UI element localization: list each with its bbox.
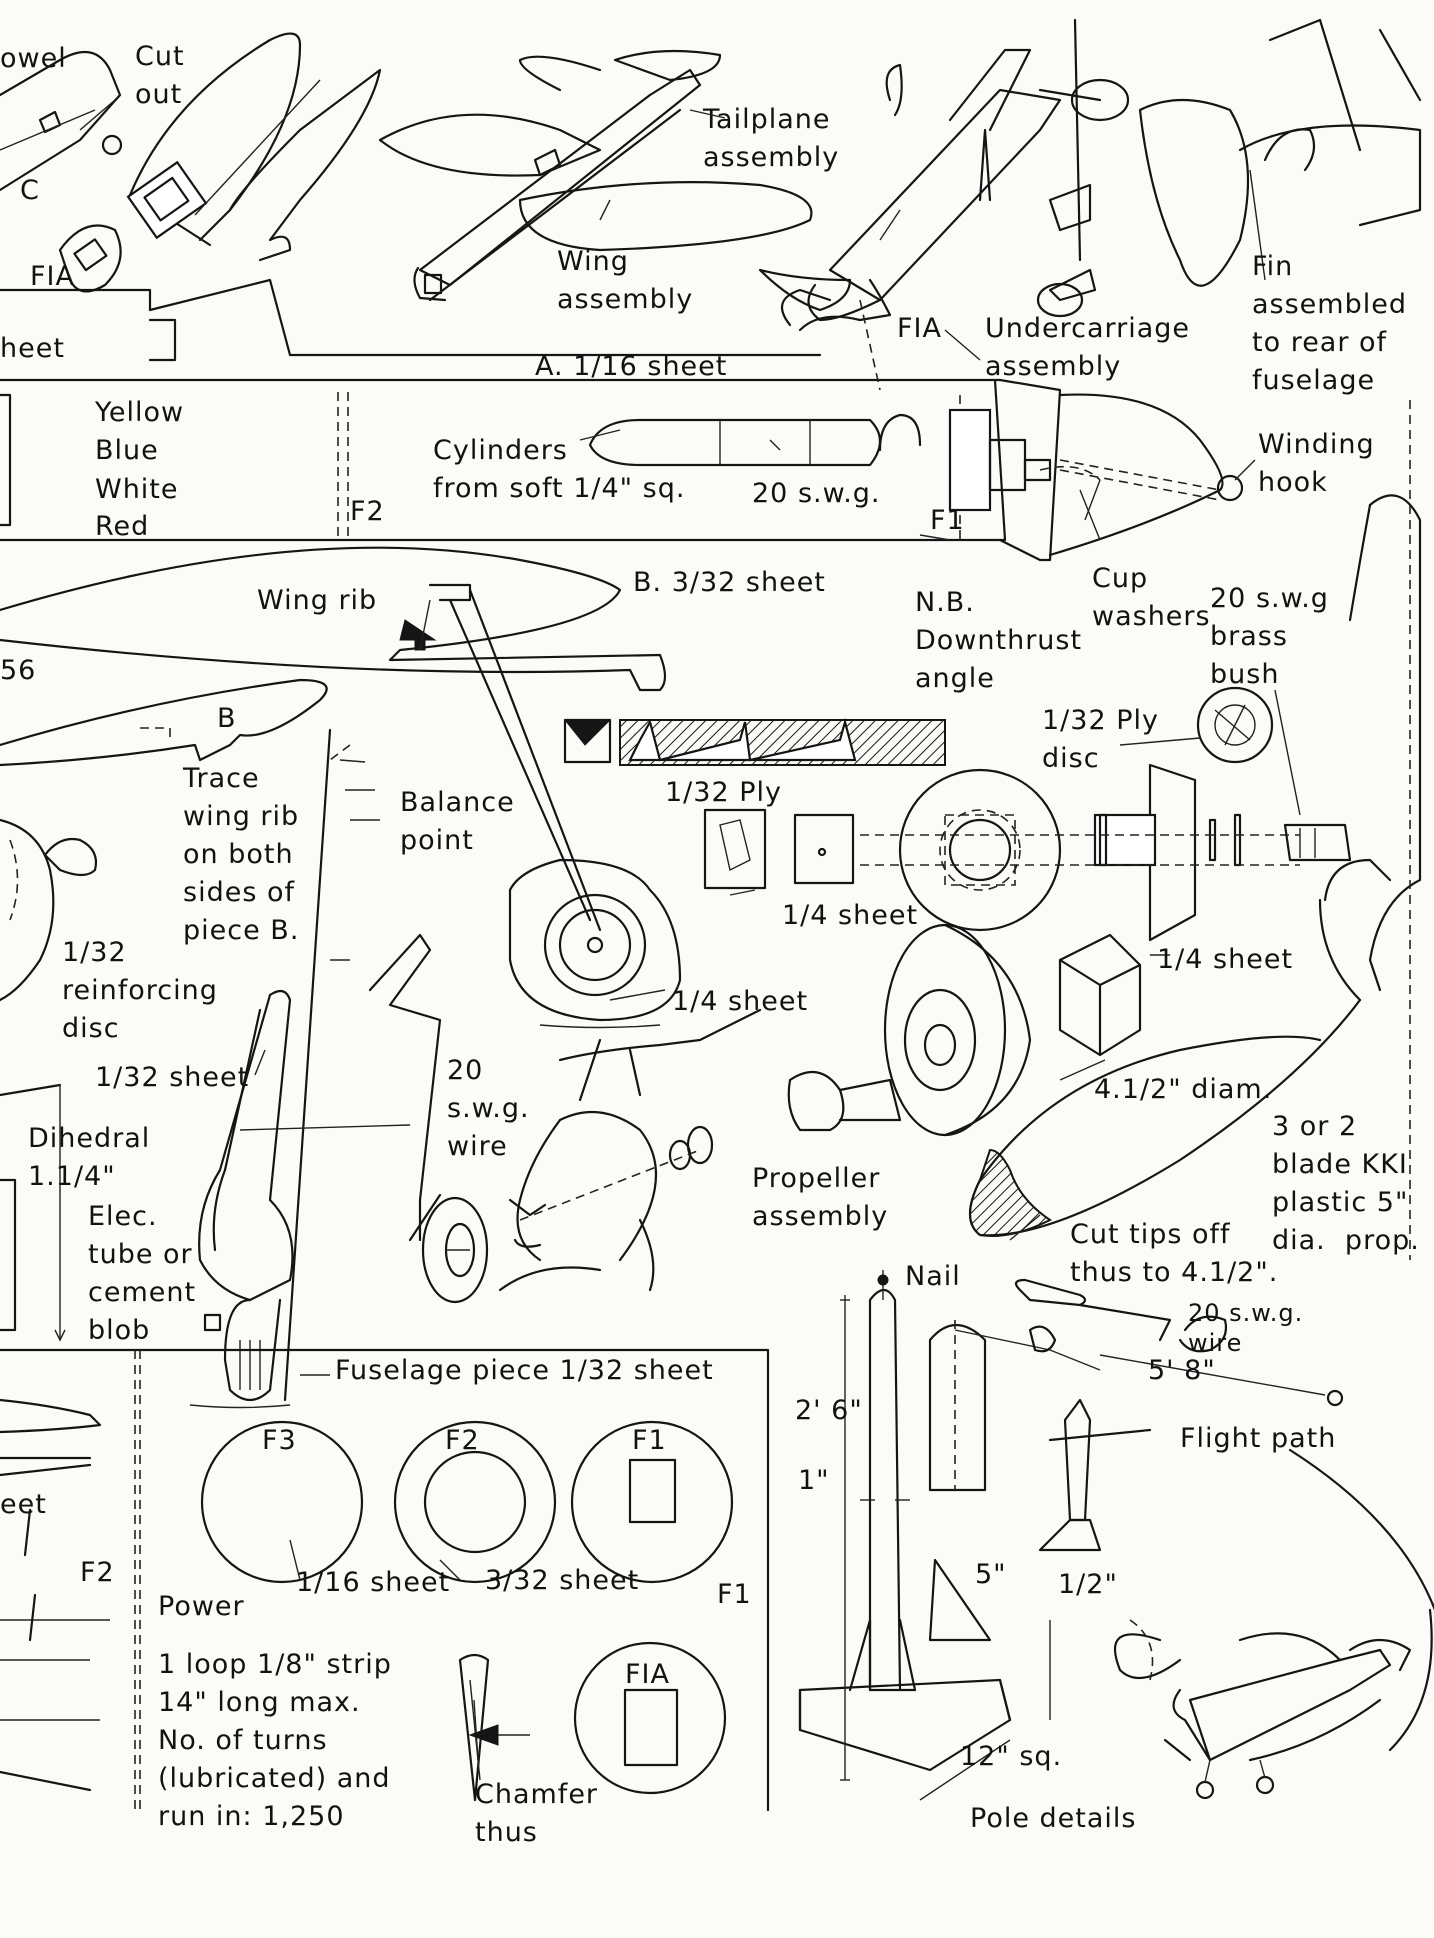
wire-leg-bent [368, 933, 489, 1304]
label-blue: Blue [95, 435, 159, 466]
label-len-58: 5' 8" [1148, 1355, 1216, 1386]
side-view-fuselage [0, 278, 1244, 562]
label-h-26: 2' 6" [795, 1395, 863, 1426]
label-fia-top: FIA [30, 261, 75, 292]
nose-cup-washer [1039, 465, 1101, 521]
label-f2-disc: F2 [445, 1425, 480, 1456]
label-chamfer: Chamfer thus [475, 1779, 599, 1848]
label-one-inch: 1" [798, 1465, 830, 1496]
label-yellow: Yellow [95, 397, 185, 428]
label-cut-out: Cut out [135, 41, 185, 110]
discs-panel [0, 1348, 770, 1812]
label-trace: Trace wing rib on both sides of piece B. [183, 763, 300, 946]
label-balance: Balance point [400, 787, 515, 856]
label-wire-20-b: 20 s.w.g. wire [1188, 1299, 1304, 1357]
label-nail: Nail [905, 1261, 961, 1292]
label-f1-disc: F1 [632, 1425, 667, 1456]
label-sheet-132: 1/32 sheet [95, 1062, 250, 1093]
label-fin: Fin assembled to rear of fuselage [1252, 251, 1407, 396]
label-diam: 4.1/2" diam. [1094, 1074, 1273, 1105]
prop-parts [563, 686, 1352, 942]
label-tailplane: Tailplane assembly [703, 104, 840, 173]
label-propeller-assembly: Propeller assembly [752, 1163, 889, 1232]
label-wing-assembly: Wing assembly [557, 246, 694, 315]
label-n56: 56 [0, 655, 37, 686]
reinforcing-disc-partial [0, 818, 98, 1002]
leader-lines [79, 99, 1301, 1581]
label-elec: Elec. tube or cement blob [88, 1201, 197, 1346]
label-cup-washers: Cup washers [1092, 563, 1211, 632]
label-red: Red [95, 511, 150, 542]
label-five-inch: 5" [975, 1559, 1007, 1590]
label-winding-hook: Winding hook [1258, 429, 1375, 498]
label-wing-rib: Wing rib [257, 585, 378, 616]
label-owel: owel [0, 43, 67, 74]
label-f1-body: F1 [930, 505, 965, 536]
pole-details-drawing [798, 1270, 1434, 1801]
label-ply-132: 1/32 Ply [665, 777, 782, 808]
piece-b-left [0, 678, 328, 767]
flying-plane-small [1163, 1632, 1412, 1800]
wing-rib-piece-b [0, 546, 667, 692]
label-undercarriage: Undercarriage assembly [985, 313, 1191, 382]
label-power: Power [158, 1591, 245, 1622]
label-c-partial: C [20, 175, 40, 206]
undercarriage-plane [758, 18, 1130, 332]
label-fia-mid: FIA [897, 313, 942, 344]
label-cut-tips: Cut tips off thus to 4.1/2". [1070, 1219, 1279, 1288]
label-reinforcing: 1/32 reinforcing disc [62, 937, 218, 1044]
label-b-letter: B [217, 703, 237, 734]
propeller-blade [969, 400, 1422, 1260]
label-dihedral: Dihedral 1.1/4" [28, 1123, 151, 1192]
propeller-assembly-drawing [498, 1008, 762, 1292]
cowl-cutout-part [58, 32, 382, 293]
label-eet-partial: eet [0, 1489, 47, 1520]
dowel-part [0, 50, 123, 192]
label-wire-20: 20 s.w.g. wire [447, 1055, 530, 1162]
label-sheet-b: B. 3/32 sheet [633, 567, 826, 598]
label-ply-disc: 1/32 Ply disc [1042, 705, 1159, 774]
fuselage-wing-assembly [378, 49, 813, 302]
label-flight-path: Flight path [1180, 1423, 1337, 1454]
undercarriage-wire [283, 588, 682, 1402]
label-sheet-116: 1/16 sheet [296, 1567, 451, 1598]
label-sheet-332: 3/32 sheet [485, 1565, 640, 1596]
label-sheet-14-b: 1/4 sheet [1157, 944, 1294, 975]
label-f2-body: F2 [350, 496, 385, 527]
fuselage-piece-spoon [189, 989, 294, 1409]
label-f3: F3 [262, 1425, 297, 1456]
wheel-and-block [787, 923, 1142, 1137]
label-sheet-14-c: 1/4 sheet [672, 986, 809, 1017]
label-power-spec: 1 loop 1/8" strip 14" long max. No. of t… [158, 1649, 392, 1832]
label-brass-bush: 20 s.w.g brass bush [1210, 583, 1329, 690]
label-prop-spec: 3 or 2 blade KKI plastic 5" dia. prop. [1272, 1111, 1420, 1256]
label-downthrust: N.B. Downthrust angle [915, 587, 1083, 694]
label-half-inch: 1/2" [1058, 1569, 1118, 1600]
label-sheet-14-a: 1/4 sheet [782, 900, 919, 931]
label-pole-details: Pole details [970, 1803, 1137, 1834]
fin-part [1138, 18, 1422, 287]
label-f1-right: F1 [717, 1579, 752, 1610]
label-white: White [95, 474, 179, 505]
label-swg-20-hook: 20 s.w.g. [752, 478, 881, 509]
label-heet-partial: heet [0, 333, 65, 364]
label-fuselage-piece: Fuselage piece 1/32 sheet [335, 1355, 714, 1386]
dihedral-left [0, 1083, 66, 1342]
label-twelve-sq: 12" sq. [960, 1741, 1063, 1772]
label-fia-disc: FIA [625, 1659, 670, 1690]
label-sheet-a: A. 1/16 sheet [535, 351, 728, 382]
label-cylinders: Cylinders from soft 1/4" sq. [433, 435, 686, 504]
label-f2-left: F2 [80, 1557, 115, 1588]
